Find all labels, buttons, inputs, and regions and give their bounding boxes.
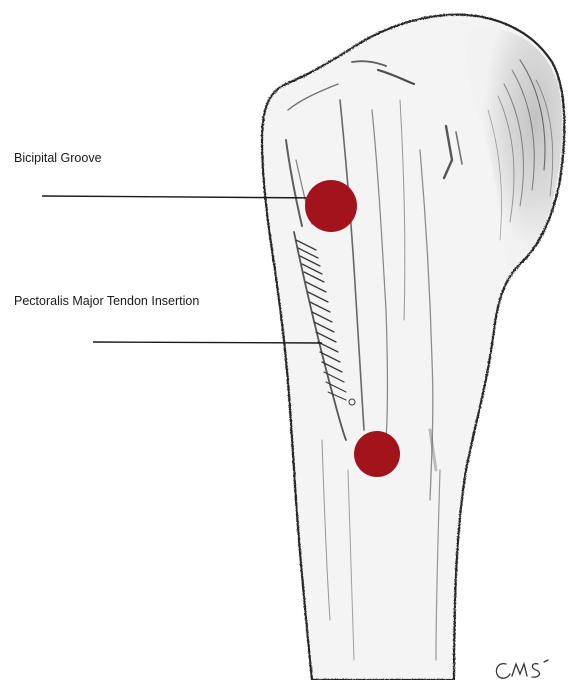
artist-signature bbox=[496, 660, 548, 678]
bicipital-groove-marker bbox=[305, 180, 357, 232]
pectoralis-major-label: Pectoralis Major Tendon Insertion bbox=[14, 294, 199, 308]
pectoralis-insertion-marker bbox=[354, 431, 400, 477]
bicipital-groove-label: Bicipital Groove bbox=[14, 151, 102, 165]
humerus-bone bbox=[262, 15, 564, 680]
